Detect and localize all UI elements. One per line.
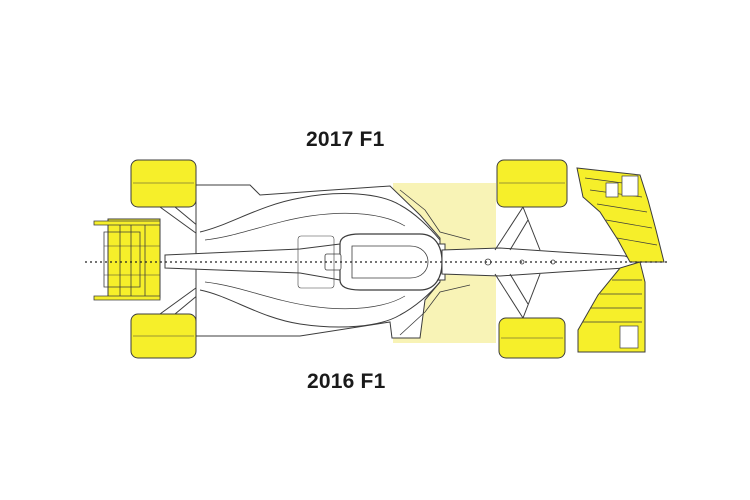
rear-tyre-2017: [130, 159, 197, 208]
label-2016-f1: 2016 F1: [307, 370, 386, 393]
airbox: [324, 253, 342, 271]
front-tyre-2017: [496, 159, 568, 208]
sidepod-2017: [199, 193, 441, 241]
label-2017-f1: 2017 F1: [306, 128, 385, 151]
front-wing-2017: [576, 167, 665, 263]
front-suspension: [494, 206, 541, 319]
rear-wing: [93, 218, 161, 301]
rear-wing-2017-highlight: [107, 218, 161, 299]
sidepod-2016: [199, 281, 441, 328]
rear-wing-endplate-lower: [93, 295, 161, 301]
rear-wing-endplate-upper: [93, 220, 161, 226]
